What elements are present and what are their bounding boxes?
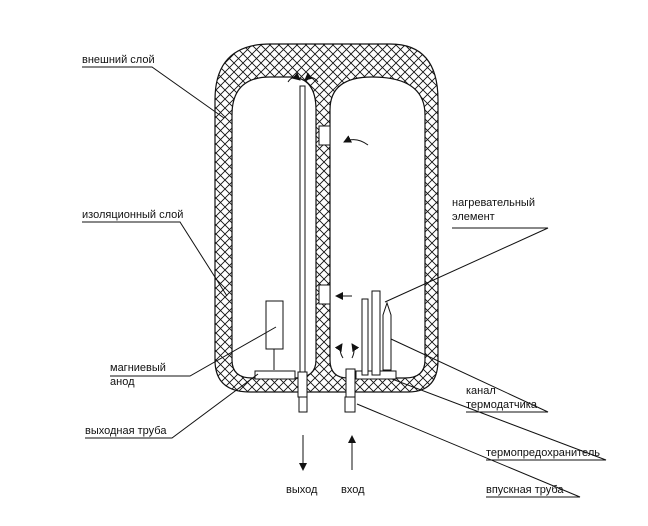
label-outlet-pipe: выходная труба <box>85 425 167 437</box>
io-arrows <box>299 435 356 471</box>
label-outer-layer: внешний слой <box>82 54 155 66</box>
sensor-channel <box>382 301 392 371</box>
label-magnesium-anode-line2: анод <box>110 376 135 388</box>
heating-element <box>361 290 381 376</box>
tank-body <box>214 43 439 393</box>
label-magnesium-anode-line1: магниевый <box>110 362 166 374</box>
wall-sleeves <box>318 125 331 305</box>
label-heating-element-line2: элемент <box>452 211 495 223</box>
flow-arrows <box>287 72 369 359</box>
outlet-pipe <box>297 85 308 413</box>
label-exit: выход <box>286 484 318 496</box>
leader-lines <box>82 66 607 498</box>
inlet-pipe <box>344 368 356 413</box>
label-heating-element-line1: нагревательный <box>452 197 535 209</box>
label-inlet-pipe: впускная труба <box>486 484 564 496</box>
label-sensor-channel-line1: канал <box>466 385 496 397</box>
magnesium-anode <box>265 300 284 370</box>
label-thermal-fuse: термопредохранитель <box>486 447 600 459</box>
label-entry: вход <box>341 484 365 496</box>
label-sensor-channel-line2: термодатчика <box>466 399 538 411</box>
insulation-hatch <box>214 43 439 393</box>
label-insulation-layer: изоляционный слой <box>82 209 183 221</box>
